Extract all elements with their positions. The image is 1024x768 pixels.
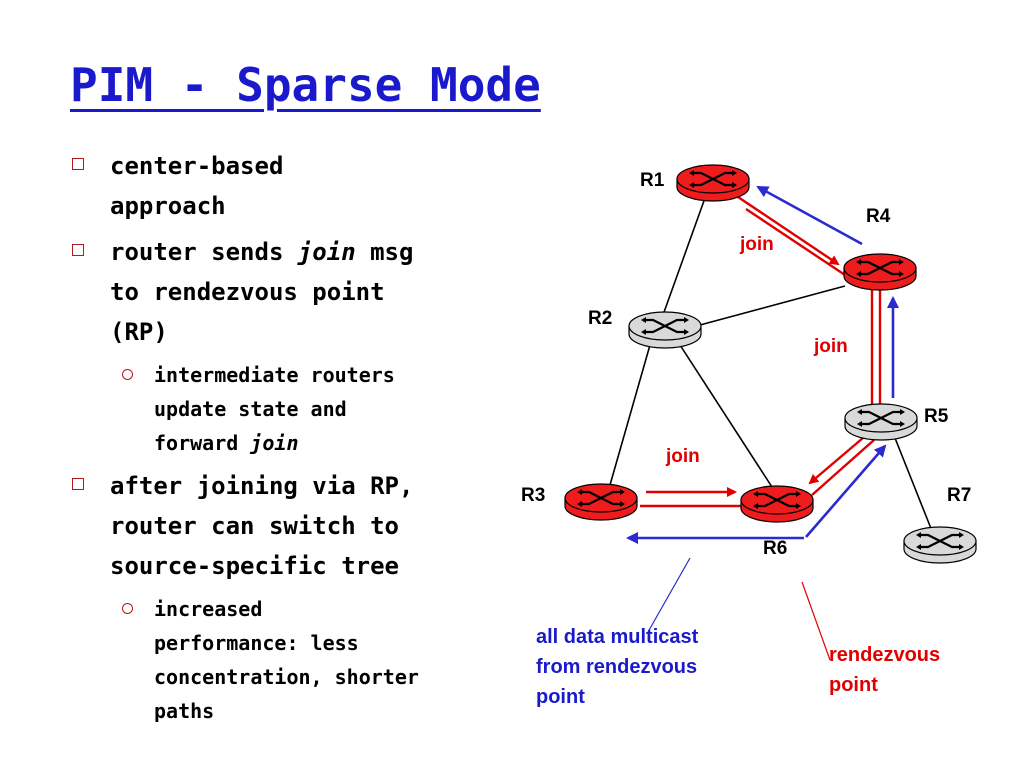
router-r1 bbox=[676, 164, 750, 202]
caption-line: rendezvous bbox=[829, 644, 941, 666]
caption-data-multicast: all data multicast from rendezvous point bbox=[536, 622, 776, 712]
link-r2-r3 bbox=[609, 344, 651, 486]
bullet-after-joining: after joining via RP, router can switch … bbox=[70, 466, 490, 586]
link-r1-r2 bbox=[662, 197, 706, 316]
circle-bullet-icon bbox=[122, 369, 133, 380]
caption-line: from rendezvous bbox=[536, 656, 698, 678]
page-title: PIM - Sparse Mode bbox=[70, 58, 541, 112]
router-label-r6: R6 bbox=[763, 538, 787, 559]
bullet-center-based: center-based approach bbox=[70, 146, 490, 226]
bullet-text-line: after joining via RP, bbox=[110, 472, 414, 500]
bullet-list: center-based approach router sends join … bbox=[70, 146, 490, 734]
router-r4 bbox=[843, 253, 917, 291]
sub-bullet-text-emphasis: join bbox=[250, 431, 299, 455]
bullet-text-line: router can switch to bbox=[110, 512, 399, 540]
join-arrow-r4-r1 bbox=[737, 196, 840, 266]
sub-bullet-text-line: intermediate routers bbox=[154, 363, 395, 387]
join-line-r1-r4 bbox=[745, 208, 846, 276]
router-label-r1: R1 bbox=[640, 170, 665, 191]
bullet-text-segment: msg bbox=[355, 238, 414, 266]
join-label-r1-r4: join bbox=[739, 234, 774, 255]
sub-bullet-increased-performance: increased performance: less concentratio… bbox=[70, 592, 490, 728]
square-bullet-icon bbox=[72, 158, 84, 170]
router-r5 bbox=[844, 403, 918, 441]
bullet-text-line: source-specific tree bbox=[110, 552, 399, 580]
router-label-r4: R4 bbox=[866, 206, 891, 227]
bullet-text-line: (RP) bbox=[110, 318, 168, 346]
network-links bbox=[609, 197, 933, 532]
bullet-router-sends-join: router sends join msg to rendezvous poin… bbox=[70, 232, 490, 352]
join-arrow-r5-r6 bbox=[808, 431, 871, 485]
data-paths bbox=[626, 185, 899, 544]
caption-line: point bbox=[829, 674, 878, 696]
join-label-r3-r6: join bbox=[665, 446, 700, 467]
callout-line-blue bbox=[647, 557, 691, 633]
router-label-r2: R2 bbox=[588, 308, 612, 329]
join-line-r6-r5 bbox=[811, 439, 875, 496]
link-r2-r6 bbox=[679, 344, 773, 488]
bullet-text-line: router sends join msg bbox=[110, 232, 490, 272]
bullet-text-segment: router sends bbox=[110, 238, 298, 266]
data-arrow-r6-r5 bbox=[805, 444, 887, 538]
sub-bullet-text-line: concentration, shorter bbox=[154, 665, 419, 689]
bullet-text-line: to rendezvous point bbox=[110, 278, 385, 306]
router-r3 bbox=[564, 483, 638, 521]
bullet-text-line: approach bbox=[110, 192, 226, 220]
router-label-r3: R3 bbox=[521, 485, 545, 506]
sub-bullet-text-segment: forward bbox=[154, 431, 251, 455]
sub-bullet-text-line: increased bbox=[154, 597, 263, 621]
sub-bullet-text-line: paths bbox=[154, 699, 215, 723]
join-label-r5-r4: join bbox=[813, 336, 848, 357]
router-label-r7: R7 bbox=[947, 485, 971, 506]
router-r6 bbox=[740, 485, 814, 523]
router-label-r5: R5 bbox=[924, 406, 949, 427]
link-r2-r4 bbox=[699, 285, 846, 326]
callout-line-red bbox=[801, 581, 831, 661]
join-paths bbox=[640, 196, 882, 508]
circle-bullet-icon bbox=[122, 603, 133, 614]
square-bullet-icon bbox=[72, 478, 84, 490]
router-r7 bbox=[903, 526, 977, 564]
caption-line: point bbox=[536, 686, 585, 708]
bullet-text-line: center-based bbox=[110, 152, 284, 180]
data-arrow-r4-r1 bbox=[756, 185, 863, 246]
sub-bullet-text-line: performance: less bbox=[154, 631, 359, 655]
router-r2 bbox=[628, 311, 702, 349]
square-bullet-icon bbox=[72, 244, 84, 256]
sub-bullet-intermediate-routers: intermediate routers update state and fo… bbox=[70, 358, 490, 460]
caption-rendezvous-point: rendezvous point bbox=[829, 640, 989, 700]
caption-line: all data multicast bbox=[536, 626, 699, 648]
bullet-text-emphasis: join bbox=[297, 238, 356, 266]
sub-bullet-text-line: update state and bbox=[154, 397, 347, 421]
link-r5-r7 bbox=[894, 437, 933, 532]
sub-bullet-text-line: forward join bbox=[154, 426, 490, 460]
